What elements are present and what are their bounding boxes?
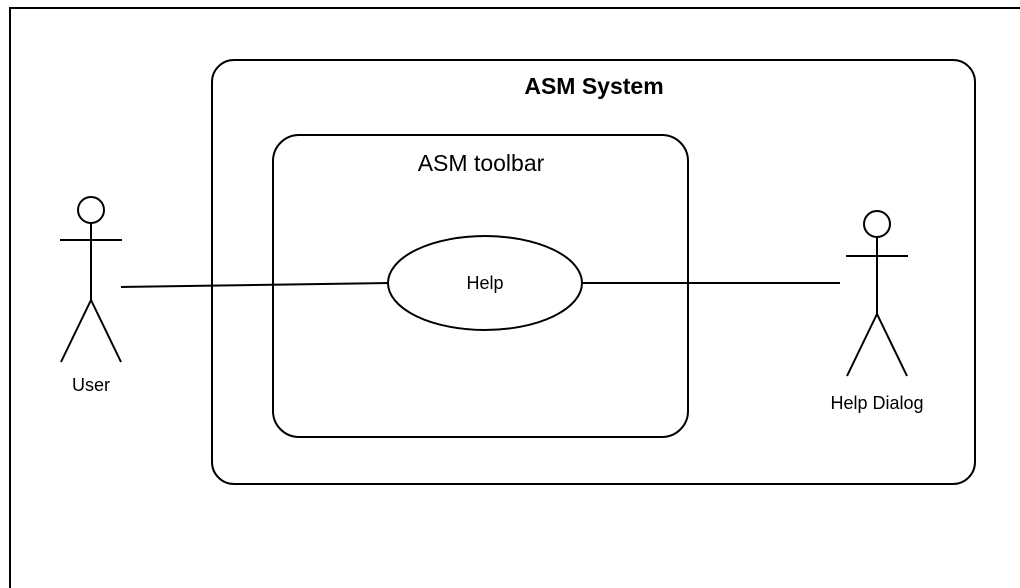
system-boundary[interactable]: ASM System (211, 59, 976, 485)
toolbar-boundary-box (272, 134, 689, 438)
use-case-ellipse (387, 235, 583, 331)
help-dialog-head (863, 210, 891, 238)
use-case-label: Help (466, 273, 503, 293)
help-dialog-right-leg (876, 313, 908, 377)
use-case-help[interactable]: Help (387, 235, 583, 331)
user-help-association (120, 282, 389, 288)
toolbar-boundary[interactable]: ASM toolbar (272, 134, 689, 438)
actor-help-dialog[interactable]: Help Dialog (830, 210, 924, 413)
user-label: User (72, 375, 110, 395)
user-left-leg (60, 299, 92, 363)
system-title: ASM System (524, 73, 663, 99)
actor-user[interactable]: User (60, 196, 122, 395)
help-dialog-left-leg (846, 313, 878, 377)
toolbar-title: ASM toolbar (418, 150, 545, 176)
system-boundary-box (211, 59, 976, 485)
user-actor-icon (60, 196, 122, 363)
user-head (77, 196, 105, 224)
user-right-leg (90, 299, 122, 363)
help-dialog-label: Help Dialog (830, 393, 923, 413)
diagram-frame (9, 7, 1020, 588)
help-dialog-actor-icon (846, 210, 908, 377)
